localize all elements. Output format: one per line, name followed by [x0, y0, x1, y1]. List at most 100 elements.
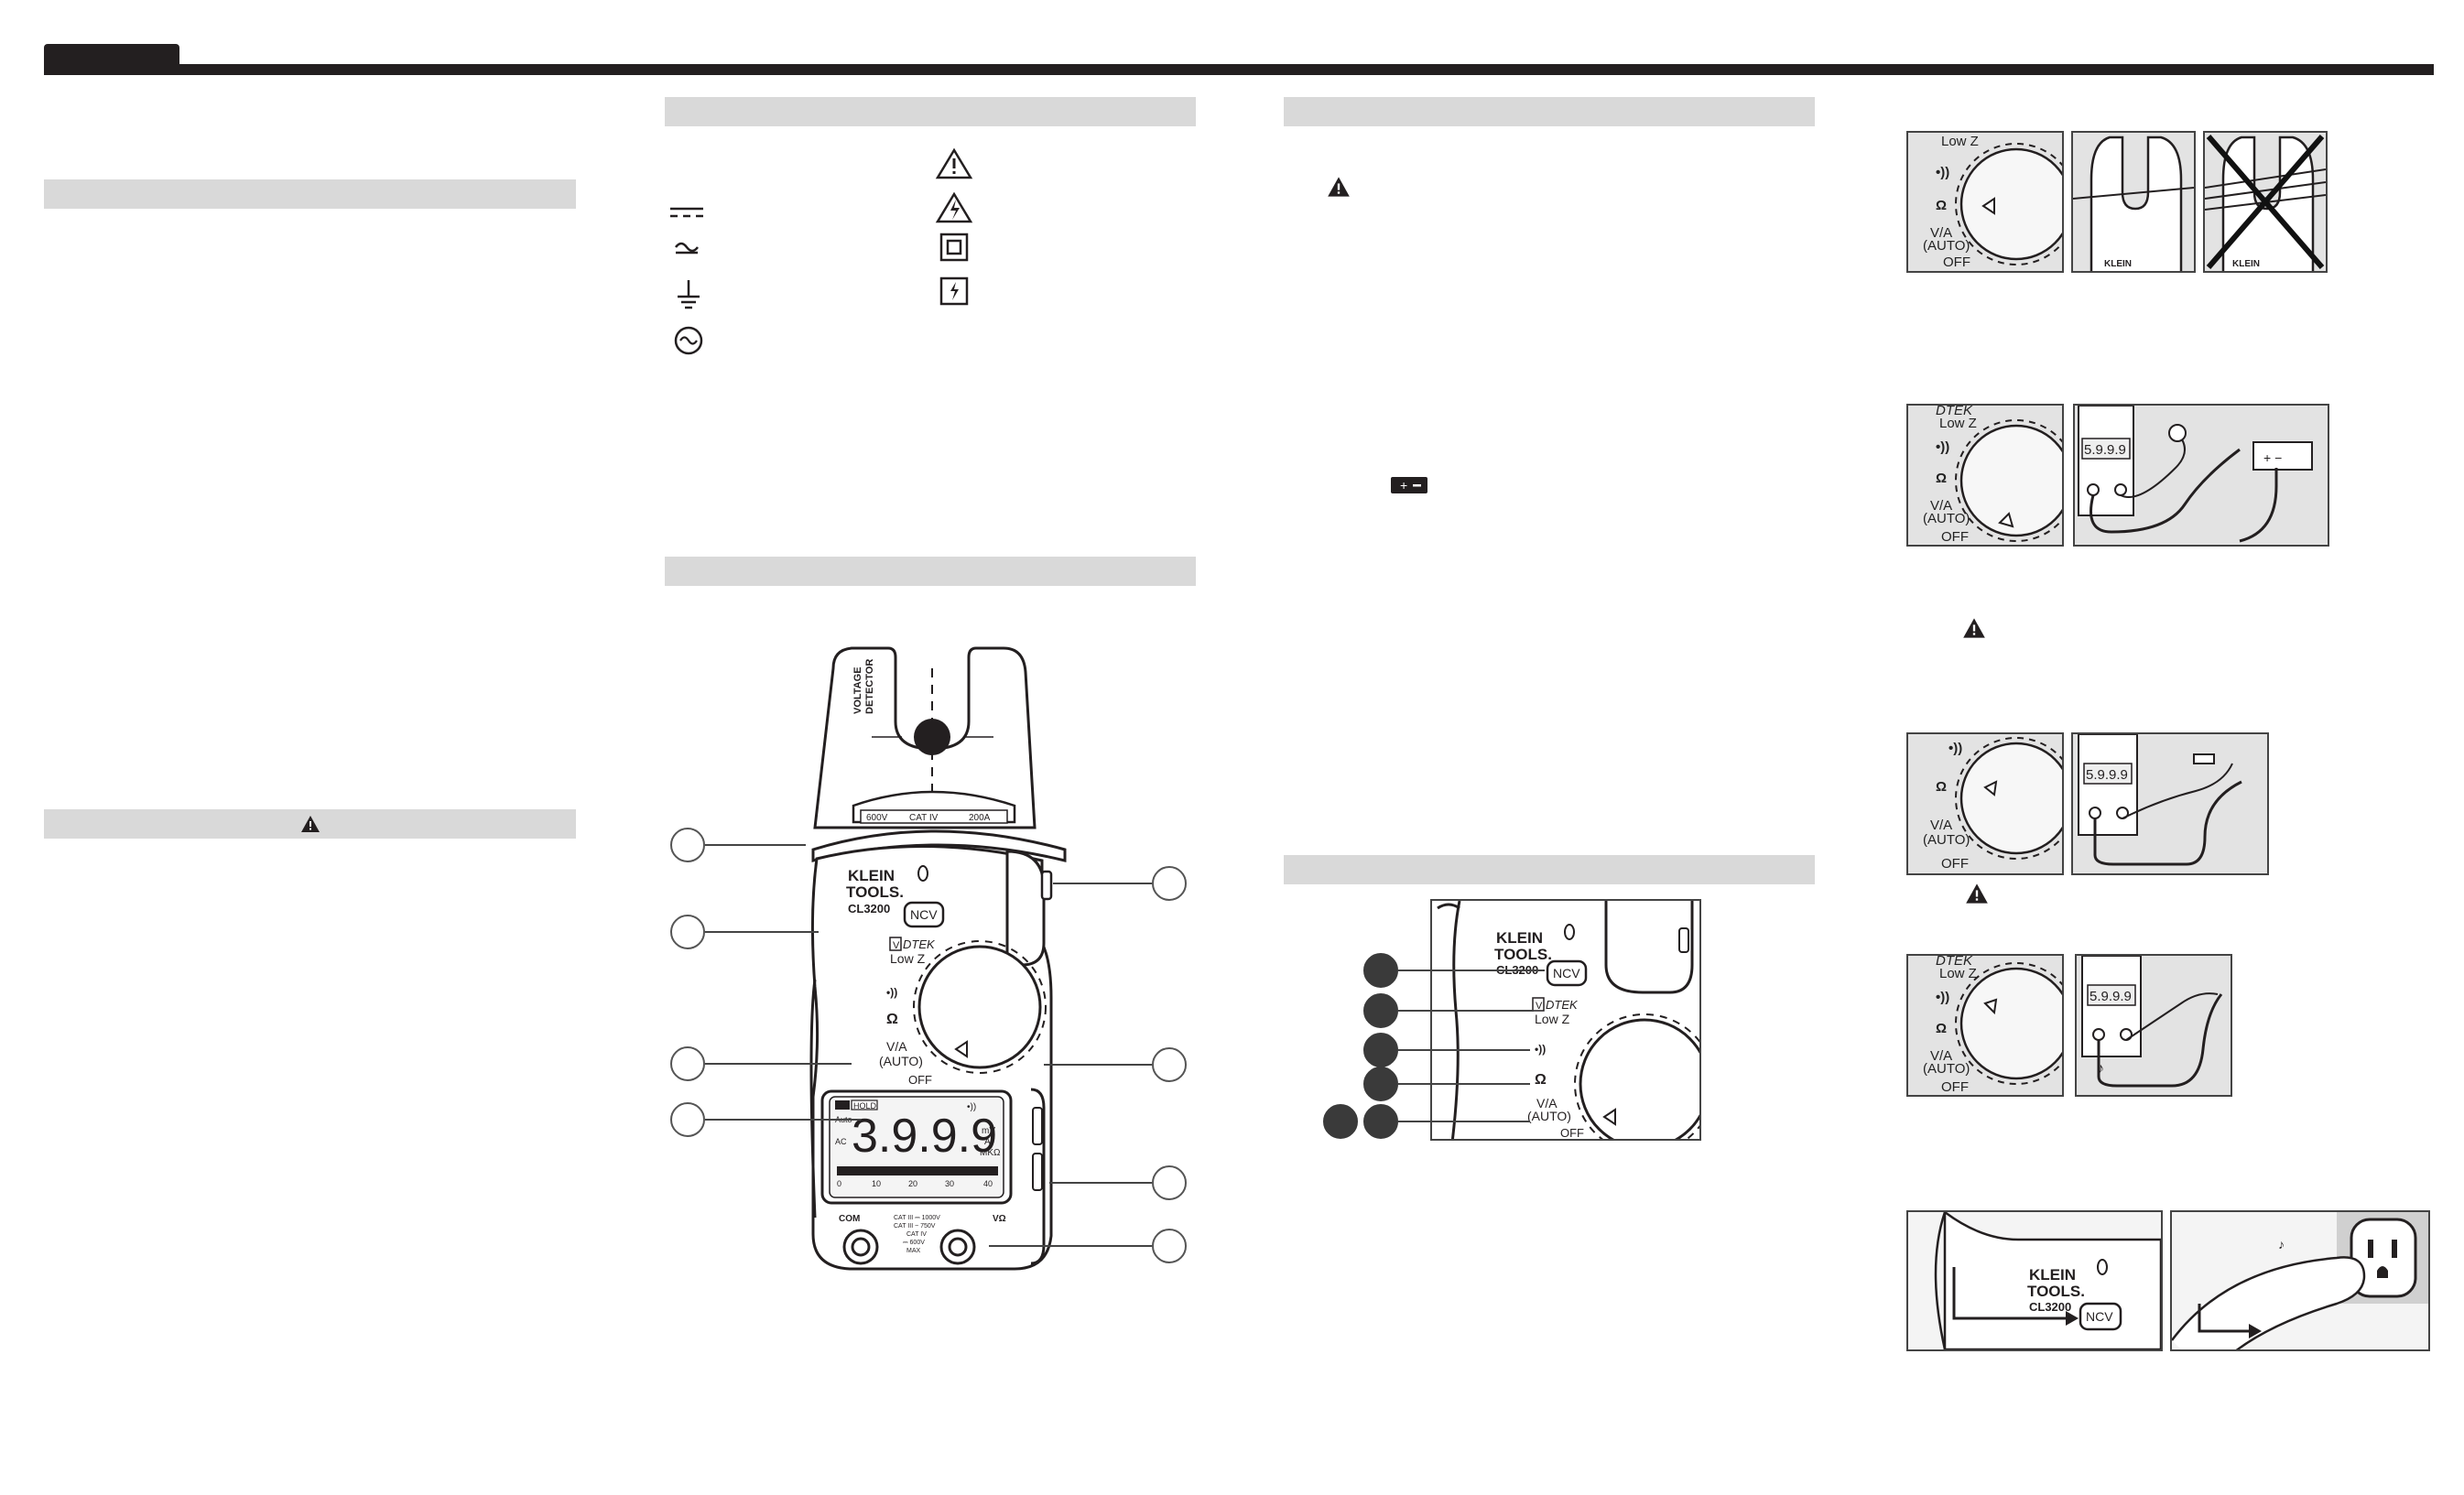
ac-circle-symbol-icon [674, 326, 703, 355]
bargraph-tick-4: 40 [983, 1179, 993, 1188]
ground-symbol-icon [678, 280, 700, 309]
beep-note-icon: ♪ [2278, 1237, 2285, 1251]
fig4-continuity-panel: 5.9.9.9 ♪ [2075, 954, 2232, 1097]
header-rule [44, 64, 2434, 75]
jaw-center-marker [914, 719, 950, 755]
fig4-display: 5.9.9.9 [2090, 989, 2132, 1004]
fig1-auto: (AUTO) [1923, 238, 1970, 254]
warning-triangle-icon [935, 147, 973, 179]
callout-3 [670, 1046, 705, 1081]
svg-text:+ −: + − [2263, 450, 2282, 465]
callout-4 [670, 1102, 705, 1137]
ohm-label: Ω [886, 1012, 898, 1027]
small-callout-1-leader [1398, 970, 1545, 971]
callout-5-leader [1053, 883, 1152, 884]
display-digits: 3.9.9.9 [852, 1110, 997, 1163]
jack-rating-5: MAX [906, 1248, 921, 1254]
svg-text:V: V [1536, 1001, 1543, 1012]
svg-text:•)): •)) [1948, 741, 1962, 756]
jack-rating-1: CAT III ⎓ 1000V [894, 1215, 940, 1221]
bargraph-tick-2: 20 [908, 1179, 917, 1188]
section-bar-symbols [665, 97, 1196, 126]
double-insulation-icon [939, 233, 969, 262]
section-bar-1 [44, 179, 576, 209]
com-label: COM [839, 1214, 860, 1224]
display-hold: HOLD [853, 1101, 877, 1110]
section-bar-specs [1284, 97, 1815, 126]
lowz-label: Low Z [890, 951, 926, 966]
ac-symbol-icon [675, 242, 699, 255]
small-callout-3 [1363, 1033, 1398, 1067]
model-label: CL3200 [848, 902, 890, 915]
svg-text:V: V [893, 940, 900, 951]
display-units-a: A [984, 1137, 991, 1147]
meter-illustration: VOLTAGE DETECTOR 600V CAT IV 200A KLEIN … [809, 646, 1067, 1271]
warning-triangle-icon [1328, 177, 1350, 197]
resistor-icon [2193, 753, 2215, 764]
brand-line-1: KLEIN [848, 867, 895, 884]
small-callout-5-leader [1398, 1121, 1530, 1122]
fig5-outlet-panel: ♪ [2170, 1210, 2430, 1351]
fig4-off: OFF [1941, 1079, 1969, 1095]
callout-8-leader [989, 1245, 1152, 1247]
fig5-brand-1: KLEIN [2029, 1266, 2076, 1284]
vohm-jack[interactable] [939, 1229, 976, 1265]
warning-triangle-icon [1966, 883, 1988, 904]
jack-rating-2: CAT III ~ 750V [894, 1223, 936, 1230]
fig3-resistance-panel: 5.9.9.9 [2071, 732, 2269, 875]
fig2-ohm: Ω [1936, 471, 1947, 486]
fig3-va: V/A [1930, 818, 1952, 833]
fig1-clamp-correct: KLEIN [2071, 131, 2196, 273]
fig5-ncv-button[interactable] [2079, 1302, 2122, 1331]
fig5-ncv-button-panel: KLEIN TOOLS. CL3200 NCV [1906, 1210, 2163, 1351]
callout-5 [1152, 866, 1187, 901]
small-rotary-dial[interactable] [1574, 1013, 1701, 1141]
fig1-va: V/A [1930, 225, 1952, 241]
arrow-right-icon [2066, 1311, 2079, 1326]
dc-symbol-icon [670, 207, 703, 218]
off-label: OFF [908, 1073, 932, 1087]
display-ac: AC [835, 1137, 847, 1146]
small-continuity-symbol: •)) [1535, 1043, 1546, 1056]
battery-icon: + [1391, 477, 1427, 493]
small-callout-4 [1363, 1067, 1398, 1101]
fig4-auto: (AUTO) [1923, 1061, 1970, 1077]
small-ncv-button[interactable] [1546, 959, 1588, 987]
vohm-label: VΩ [993, 1214, 1006, 1224]
com-jack[interactable] [842, 1229, 879, 1265]
jack-rating-3: CAT IV [906, 1231, 927, 1238]
small-ohm-label: Ω [1535, 1072, 1547, 1088]
section-bar-features [665, 557, 1196, 586]
svg-text:•)): •)) [1936, 990, 1949, 1005]
warning-triangle-icon [1963, 618, 1985, 638]
fig1-lowz: Low Z [1941, 134, 1979, 149]
callout-4-leader [705, 1119, 861, 1121]
fig4-lowz: Low Z [1939, 966, 1977, 981]
va-label: V/A [886, 1039, 907, 1054]
symbols-right-column [935, 147, 973, 306]
fig2-off: OFF [1941, 529, 1969, 545]
hazardous-live-symbol-icon [939, 276, 969, 306]
fig2-va: V/A [1930, 498, 1952, 514]
small-auto-label: (AUTO) [1527, 1109, 1571, 1123]
rotary-dial[interactable] [913, 940, 1047, 1074]
ncv-button[interactable] [903, 901, 945, 928]
callout-1 [670, 828, 705, 862]
callout-2 [670, 915, 705, 949]
svg-text:•)): •)) [1936, 165, 1949, 180]
small-brand-line-2: TOOLS. [1494, 946, 1552, 963]
shock-warning-icon [935, 191, 973, 223]
svg-text:•)): •)) [1936, 439, 1949, 455]
ncv-label: NCV [910, 907, 938, 922]
display-units-mv: mV [982, 1126, 995, 1136]
fig5-model: CL3200 [2029, 1300, 2071, 1314]
cat-rating-mid: CAT IV [909, 813, 939, 823]
bargraph [837, 1166, 998, 1175]
fig2-lowz: Low Z [1939, 416, 1977, 431]
callout-3-leader [705, 1063, 852, 1065]
fig4-dial-panel: DTEK Low Z •)) Ω V/A (AUTO) OFF [1906, 954, 2064, 1097]
fig3-off: OFF [1941, 856, 1969, 872]
jack-rating-4: ⎓ 600V [903, 1240, 925, 1246]
arrow-right-icon [2249, 1324, 2262, 1338]
fig1-dial-panel: Low Z •)) Ω V/A (AUTO) OFF [1906, 131, 2064, 273]
